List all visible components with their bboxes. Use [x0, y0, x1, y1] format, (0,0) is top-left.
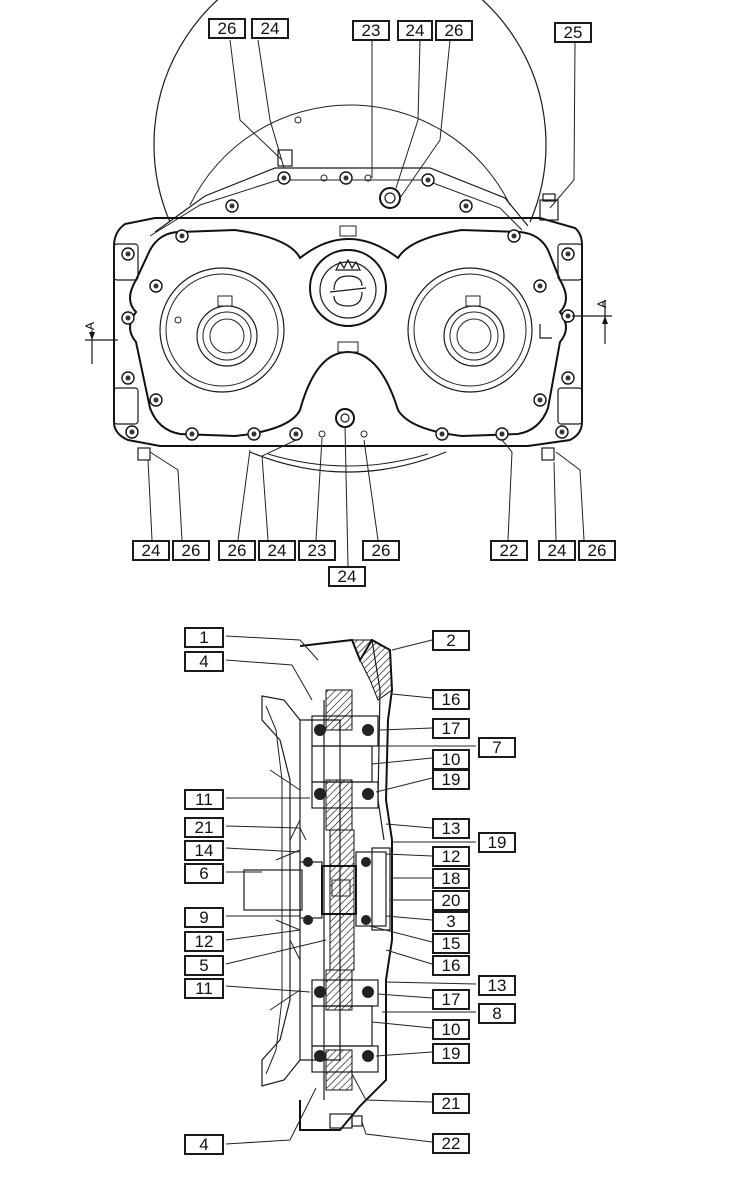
callout-right-17: 8: [478, 1003, 516, 1024]
callout-right-19: 19: [432, 1043, 470, 1064]
callout-left-10: 11: [184, 978, 224, 999]
section-marker-right: A: [595, 300, 609, 308]
callout-bottom-2: 26: [172, 540, 210, 561]
callout-right-16: 17: [432, 989, 470, 1010]
callout-right-1: 2: [432, 630, 470, 651]
callout-right-9: 12: [432, 846, 470, 867]
callout-left-1: 1: [184, 627, 224, 648]
callout-right-6: 19: [432, 769, 470, 790]
callout-left-6: 6: [184, 863, 224, 884]
callout-bottom-1: 24: [132, 540, 170, 561]
callout-right-12: 3: [432, 911, 470, 932]
callout-left-2: 4: [184, 651, 224, 672]
callout-right-7: 13: [432, 818, 470, 839]
callout-right-8: 19: [478, 832, 516, 853]
callout-top-1: 26: [208, 18, 246, 39]
callout-top-3: 23: [352, 20, 390, 41]
cover-bolts: [121, 171, 575, 441]
callout-bottom-8: 22: [490, 540, 528, 561]
callout-right-18: 10: [432, 1019, 470, 1040]
callout-right-5: 10: [432, 749, 470, 770]
callout-left-5: 14: [184, 840, 224, 861]
callout-bottom-6: 26: [362, 540, 400, 561]
callout-right-10: 18: [432, 868, 470, 889]
callout-right-21: 22: [432, 1133, 470, 1154]
gearbox-section-view: [243, 638, 394, 1131]
callout-left-4: 21: [184, 817, 224, 838]
callout-bottom-3: 26: [218, 540, 256, 561]
callout-bottom-4: 24: [258, 540, 296, 561]
callout-right-15: 13: [478, 975, 516, 996]
callout-left-9: 5: [184, 955, 224, 976]
callout-top-4: 24: [397, 20, 433, 41]
callout-right-13: 15: [432, 933, 470, 954]
callout-left-7: 9: [184, 907, 224, 928]
callout-left-11: 4: [184, 1134, 224, 1155]
section-marker-left: A: [83, 322, 97, 330]
callout-bottom-5: 23: [298, 540, 336, 561]
gearbox-front-view: A A: [83, 0, 612, 473]
callout-top-2: 24: [251, 18, 289, 39]
section-view-leader-lines: [225, 635, 477, 1145]
callout-left-8: 12: [184, 931, 224, 952]
callout-right-20: 21: [432, 1093, 470, 1114]
callout-right-3: 17: [432, 718, 470, 739]
callout-right-4: 7: [478, 737, 516, 758]
callout-right-11: 20: [432, 890, 470, 911]
callout-bottom-7: 24: [328, 566, 366, 587]
callout-left-3: 11: [184, 789, 224, 810]
top-view-leader-lines: [147, 39, 585, 567]
callout-right-14: 16: [432, 955, 470, 976]
callout-right-2: 16: [432, 689, 470, 710]
callout-top-5: 26: [435, 20, 473, 41]
callout-bottom-9: 24: [538, 540, 576, 561]
callout-bottom-10: 26: [578, 540, 616, 561]
callout-top-6: 25: [554, 22, 592, 43]
